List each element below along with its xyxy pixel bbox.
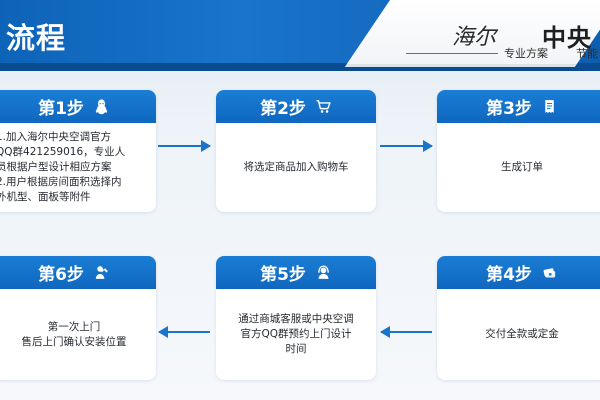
- step-description-6: 第一次上门 售后上门确认安装位置: [21, 320, 127, 348]
- top-header: 流程 海尔 中央 专业方案 节能: [0, 0, 600, 72]
- arrow-step4-to-step5: [380, 326, 432, 338]
- installer-icon: [93, 264, 110, 281]
- step-title-6: 第6步: [38, 265, 84, 285]
- receipt-icon: [541, 98, 558, 115]
- step-card-1: 第1步 1.加入海尔中央空调官方 QQ群421259016，专业人 员根据户型设…: [0, 90, 156, 212]
- step-card-6-body: 第一次上门 售后上门确认安装位置: [0, 289, 156, 380]
- qq-icon: [93, 98, 110, 115]
- shopping-cart-icon: [315, 98, 332, 115]
- step-description-4: 交付全款或定金: [485, 328, 559, 341]
- brand-slogan-left: 专业方案: [504, 47, 548, 60]
- step-card-5-header: 第5步: [216, 256, 376, 289]
- page-title: 流程: [6, 21, 67, 55]
- step-card-2-body: 将选定商品加入购物车: [216, 123, 376, 212]
- arrow-step5-to-step6: [158, 326, 210, 338]
- step-card-3: 第3步 生成订单: [437, 90, 600, 212]
- step-card-4: 第4步 交付全款或定金: [437, 256, 600, 380]
- step-title-3: 第3步: [486, 99, 532, 119]
- step-description-2: 将选定商品加入购物车: [243, 161, 349, 174]
- brand-divider: [406, 53, 498, 54]
- step-description-5: 通过商城客服或中央空调 官方QQ群预约上门设计 时间: [238, 313, 354, 355]
- brand-slogan-right: 节能: [576, 47, 598, 60]
- step-card-6: 第6步 第一次上门 售后上门确认安装位置: [0, 256, 156, 380]
- arrow-step1-to-step2: [158, 140, 211, 152]
- step-card-2-header: 第2步: [216, 90, 376, 123]
- step-card-1-body: 1.加入海尔中央空调官方 QQ群421259016，专业人 员根据户型设计相应方…: [0, 123, 156, 212]
- money-icon: [541, 264, 558, 281]
- step-title-2: 第2步: [260, 99, 306, 119]
- customer-service-icon: [315, 264, 332, 281]
- step-card-5-body: 通过商城客服或中央空调 官方QQ群预约上门设计 时间: [216, 289, 376, 380]
- step-card-3-header: 第3步: [437, 90, 600, 123]
- step-card-4-body: 交付全款或定金: [437, 289, 600, 380]
- step-card-6-header: 第6步: [0, 256, 156, 289]
- step-title-1: 第1步: [38, 99, 84, 119]
- step-title-4: 第4步: [486, 265, 532, 285]
- step-description-1: 1.加入海尔中央空调官方 QQ群421259016，专业人 员根据户型设计相应方…: [0, 131, 126, 203]
- arrow-step2-to-step3: [380, 140, 433, 152]
- step-title-5: 第5步: [260, 265, 306, 285]
- step-description-3: 生成订单: [501, 161, 543, 174]
- step-card-3-body: 生成订单: [437, 123, 600, 212]
- step-card-1-header: 第1步: [0, 90, 156, 123]
- brand-name: 中央: [542, 24, 592, 52]
- step-card-4-header: 第4步: [437, 256, 600, 289]
- brand-script: 海尔: [451, 25, 496, 50]
- step-card-2: 第2步 将选定商品加入购物车: [216, 90, 376, 212]
- step-card-5: 第5步 通过商城客服或中央空调 官方QQ群预约上门设计 时间: [216, 256, 376, 380]
